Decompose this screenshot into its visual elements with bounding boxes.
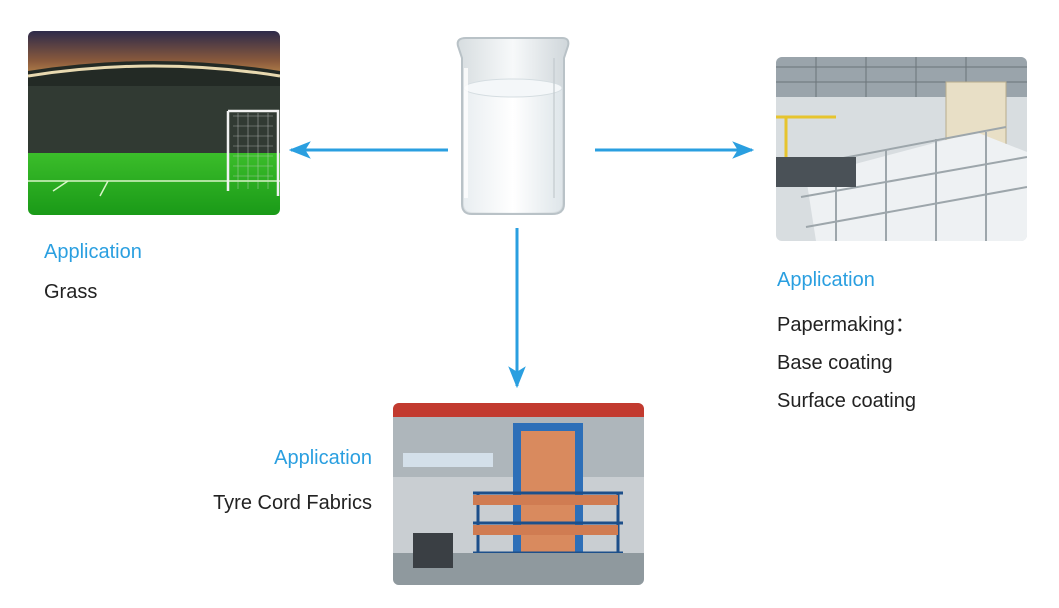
papermaking-image (776, 57, 1027, 241)
right-item-base-coating: Base coating (777, 352, 893, 374)
right-application-heading: Application (777, 269, 875, 291)
bottom-item-tyre-cord-fabrics: Tyre Cord Fabrics (213, 492, 372, 514)
stadium-image (28, 31, 280, 215)
tyre-cord-machine-image (393, 403, 644, 585)
left-item-grass: Grass (44, 281, 98, 303)
bottom-application-heading: Application (274, 447, 372, 469)
right-item-papermaking: Papermaking： (777, 314, 915, 336)
left-application-heading: Application (44, 241, 142, 263)
beaker-image (450, 28, 575, 220)
right-item-surface-coating: Surface coating (777, 390, 916, 412)
